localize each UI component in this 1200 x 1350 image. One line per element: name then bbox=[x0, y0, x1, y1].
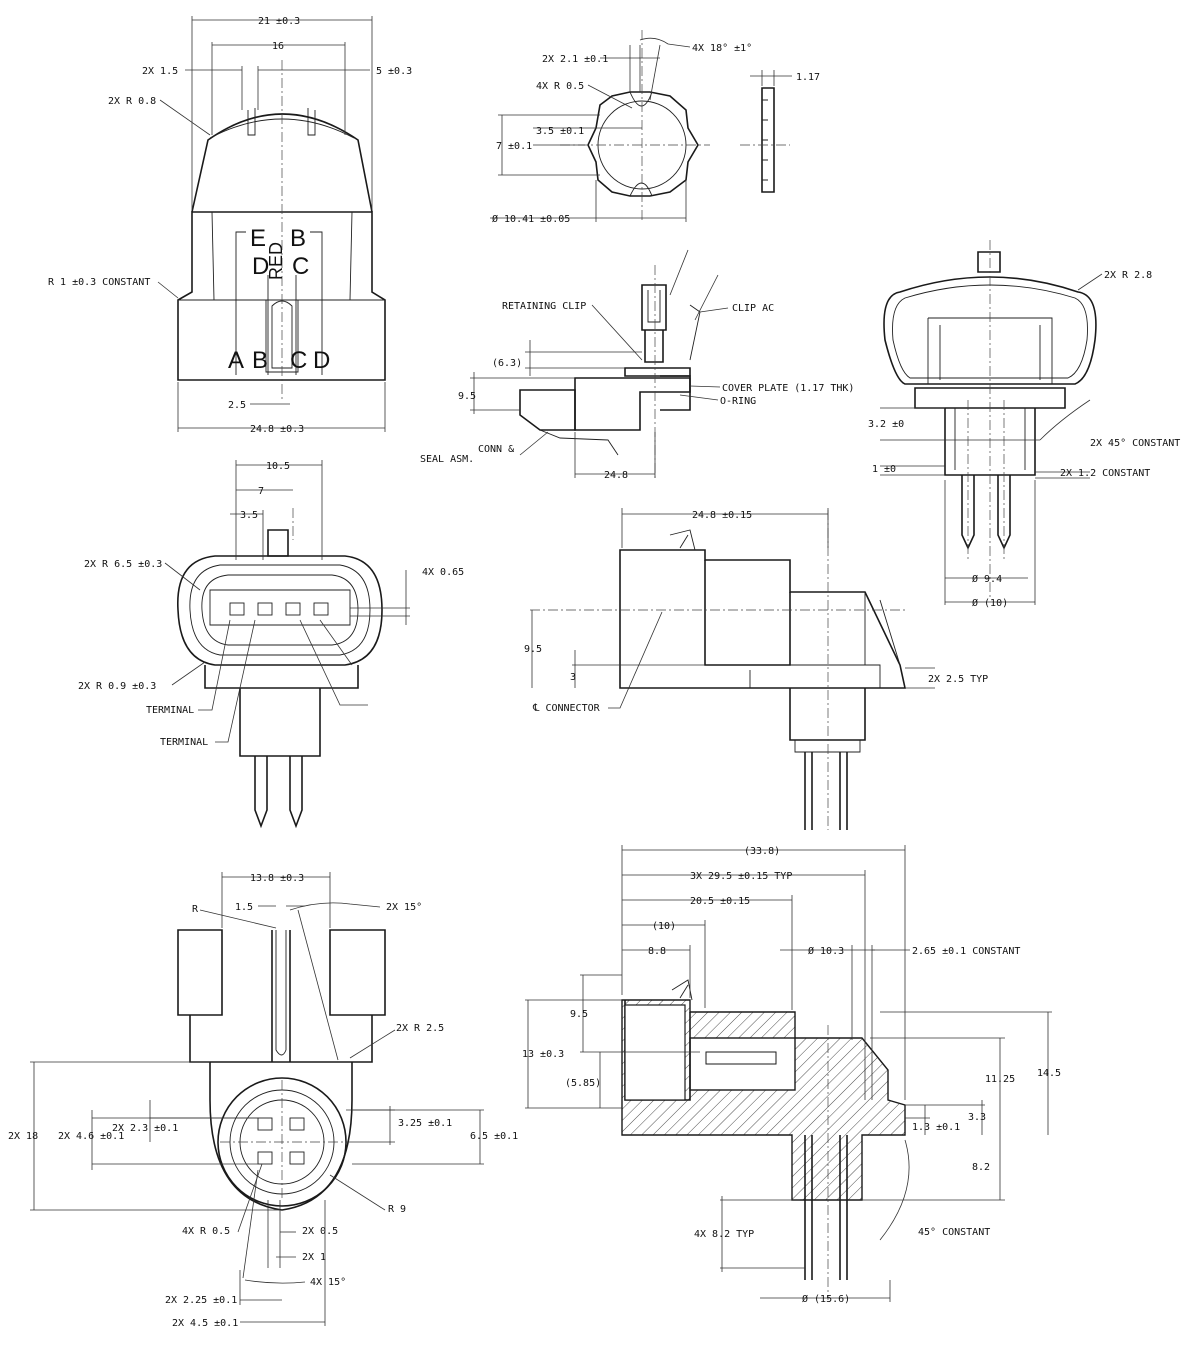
pin-letter-c: C bbox=[290, 347, 307, 374]
dim-1-17: 1.17 bbox=[796, 72, 820, 83]
dim-2x-1-5: 2X 1.5 bbox=[142, 66, 178, 77]
dim-9-5-side: 9.5 bbox=[524, 644, 542, 655]
dim-2x-0-5: 2X 0.5 bbox=[302, 1226, 338, 1237]
dim-24-8-assembly: 24.8 bbox=[604, 470, 628, 481]
dim-4x-15-deg: 4X 15° bbox=[310, 1277, 346, 1288]
dim-4x-0-65: 4X 0.65 bbox=[422, 567, 464, 578]
dim-2-5: 2.5 bbox=[228, 400, 246, 411]
dim-1: 1 ±0 bbox=[872, 464, 896, 475]
dim-2-65: 2.65 ±0.1 CONSTANT bbox=[912, 946, 1020, 957]
label-conn-and: CONN & bbox=[478, 444, 514, 455]
dim-2x-r-2-8: 2X R 2.8 bbox=[1104, 270, 1152, 281]
dim-21: 21 ±0.3 bbox=[258, 16, 300, 27]
dim-2x-45-constant: 2X 45° CONSTANT bbox=[1090, 438, 1180, 449]
dim-7-mid: 7 bbox=[258, 486, 264, 497]
dim-9-5-assembly: 9.5 bbox=[458, 391, 476, 402]
pin-letter-d-mid: D bbox=[252, 253, 269, 280]
pin-letter-d: D bbox=[313, 347, 330, 374]
dim-4x-r-0-5: 4X R 0.5 bbox=[536, 81, 584, 92]
dim-4x-8-2-typ: 4X 8.2 TYP bbox=[694, 1229, 754, 1240]
label-centerline-connector: ℄ CONNECTOR bbox=[532, 703, 601, 714]
dim-3-25: 3.25 ±0.1 bbox=[398, 1118, 452, 1129]
dim-2x-r-0-9: 2X R 0.9 ±0.3 bbox=[78, 681, 156, 692]
dim-2x-r-0-8: 2X R 0.8 bbox=[108, 96, 156, 107]
dim-13: 13 ±0.3 bbox=[522, 1049, 564, 1060]
pin-letter-b-top: B bbox=[290, 225, 306, 252]
dim-6-5: 6.5 ±0.1 bbox=[470, 1131, 518, 1142]
label-o-ring: O-RING bbox=[720, 396, 756, 407]
dim-3: 3 bbox=[570, 672, 576, 683]
dim-4x-r-0-5-bottom: 4X R 0.5 bbox=[182, 1226, 230, 1237]
dim-1-3: 1.3 ±0.1 bbox=[912, 1122, 960, 1133]
dim-10-5: 10.5 bbox=[266, 461, 290, 472]
dim-2x-2-3: 2X 2.3 ±0.1 bbox=[112, 1123, 178, 1134]
dim-33-8: (33.8) bbox=[744, 846, 780, 857]
label-cover-plate: COVER PLATE (1.17 THK) bbox=[722, 383, 854, 394]
dim-3-5-mid: 3.5 bbox=[240, 510, 258, 521]
dim-dia-10-41: Ø 10.41 ±0.05 bbox=[492, 213, 570, 225]
dim-2x-r-2-5: 2X R 2.5 bbox=[396, 1023, 444, 1034]
dim-dia-15-6: Ø (15.6) bbox=[802, 1293, 850, 1305]
dim-13-8: 13.8 ±0.3 bbox=[250, 873, 304, 884]
dim-3-5: 3.5 ±0.1 bbox=[536, 126, 584, 137]
dim-4x-18-deg: 4X 18° ±1° bbox=[692, 43, 752, 54]
dim-1-5-bottom: 1.5 bbox=[235, 902, 253, 913]
dim-2x-4-5: 2X 4.5 ±0.1 bbox=[172, 1318, 238, 1329]
view-top-right: 2X R 2.8 3.2 ±0 2X 45° CONSTANT 1 ±0 2X … bbox=[868, 240, 1180, 609]
dim-dia-9-4: Ø 9.4 bbox=[972, 573, 1002, 585]
dim-14-5: 14.5 bbox=[1037, 1068, 1061, 1079]
dim-2x-15-deg: 2X 15° bbox=[386, 902, 422, 913]
dim-5-85: (5.85) bbox=[565, 1078, 601, 1089]
dim-r-1-constant: R 1 ±0.3 CONSTANT bbox=[48, 277, 150, 288]
dim-2x-2-1: 2X 2.1 ±0.1 bbox=[542, 54, 608, 65]
dim-2x-1: 2X 1 bbox=[302, 1252, 326, 1263]
dim-2x-1-2-constant: 2X 1.2 CONSTANT bbox=[1060, 468, 1150, 479]
dim-dia-10: Ø (10) bbox=[972, 597, 1008, 609]
pin-letter-a: A bbox=[228, 347, 244, 374]
view-mid-right: 24.8 ±0.15 9.5 3 2X 2.5 TYP ℄ CONNECTOR bbox=[524, 508, 988, 830]
label-clip-ac: CLIP AC bbox=[732, 303, 774, 314]
label-retaining-clip: RETAINING CLIP bbox=[502, 301, 586, 312]
dim-8-2: 8.2 bbox=[972, 1162, 990, 1173]
view-bottom-right: (33.8) 3X 29.5 ±0.15 TYP 20.5 ±0.15 (10)… bbox=[522, 845, 1061, 1305]
dim-2x-18: 2X 18 bbox=[8, 1131, 38, 1142]
view-thin-plate: 1.17 bbox=[740, 70, 820, 193]
dim-3-3: 3.3 bbox=[968, 1112, 986, 1123]
dim-24-8: 24.8 ±0.3 bbox=[250, 424, 304, 435]
dim-10-paren: (10) bbox=[652, 921, 676, 932]
view-mid-assembly: RETAINING CLIP CLIP AC COVER PLATE (1.17… bbox=[420, 249, 854, 481]
dim-7: 7 ±0.1 bbox=[496, 141, 532, 152]
red-label: RED bbox=[266, 242, 286, 280]
dim-2x-2-5-typ: 2X 2.5 TYP bbox=[928, 674, 988, 685]
dim-20-5: 20.5 ±0.15 bbox=[690, 896, 750, 907]
view-top-front: 21 ±0.3 16 2X 1.5 5 ±0.3 2X R 0.8 R 1 ±0… bbox=[48, 16, 412, 435]
label-terminal-1: TERMINAL bbox=[146, 705, 194, 716]
dim-11-25: 11.25 bbox=[985, 1074, 1015, 1085]
dim-dia-10-3: Ø 10.3 bbox=[808, 945, 844, 957]
dim-6-3: (6.3) bbox=[492, 358, 522, 369]
pin-letter-c-mid: C bbox=[292, 253, 309, 280]
label-terminal-2: TERMINAL bbox=[160, 737, 208, 748]
dim-9-5-section: 9.5 bbox=[570, 1009, 588, 1020]
label-seal-asm: SEAL ASM. bbox=[420, 454, 474, 465]
dim-2x-r-6-5: 2X R 6.5 ±0.3 bbox=[84, 559, 162, 570]
dim-r-9: R 9 bbox=[388, 1204, 406, 1215]
dim-8-8: 8.8 bbox=[648, 946, 666, 957]
view-mid-left: 10.5 7 3.5 2X R 6.5 ±0.3 4X 0.65 2X R 0.… bbox=[78, 460, 464, 829]
dim-5: 5 ±0.3 bbox=[376, 66, 412, 77]
view-top-center: 2X 2.1 ±0.1 4X 18° ±1° 4X R 0.5 3.5 ±0.1… bbox=[490, 30, 752, 225]
pin-letter-e: E bbox=[250, 225, 266, 252]
dim-45-constant: 45° CONSTANT bbox=[918, 1227, 990, 1238]
dim-2x-2-25: 2X 2.25 ±0.1 bbox=[165, 1295, 237, 1306]
pin-letter-b: B bbox=[252, 347, 268, 374]
dim-2x-4-6: 2X 4.6 ±0.1 bbox=[58, 1131, 124, 1142]
dim-r: R bbox=[192, 904, 199, 915]
view-bottom-left: 13.8 ±0.3 R 1.5 2X 15° 2X R 2.5 2X 18 2X… bbox=[8, 872, 518, 1329]
dim-24-8-side: 24.8 ±0.15 bbox=[692, 510, 752, 521]
dim-3-2: 3.2 ±0 bbox=[868, 419, 904, 430]
dim-16: 16 bbox=[272, 41, 284, 52]
dim-3x-29-5: 3X 29.5 ±0.15 TYP bbox=[690, 871, 792, 882]
